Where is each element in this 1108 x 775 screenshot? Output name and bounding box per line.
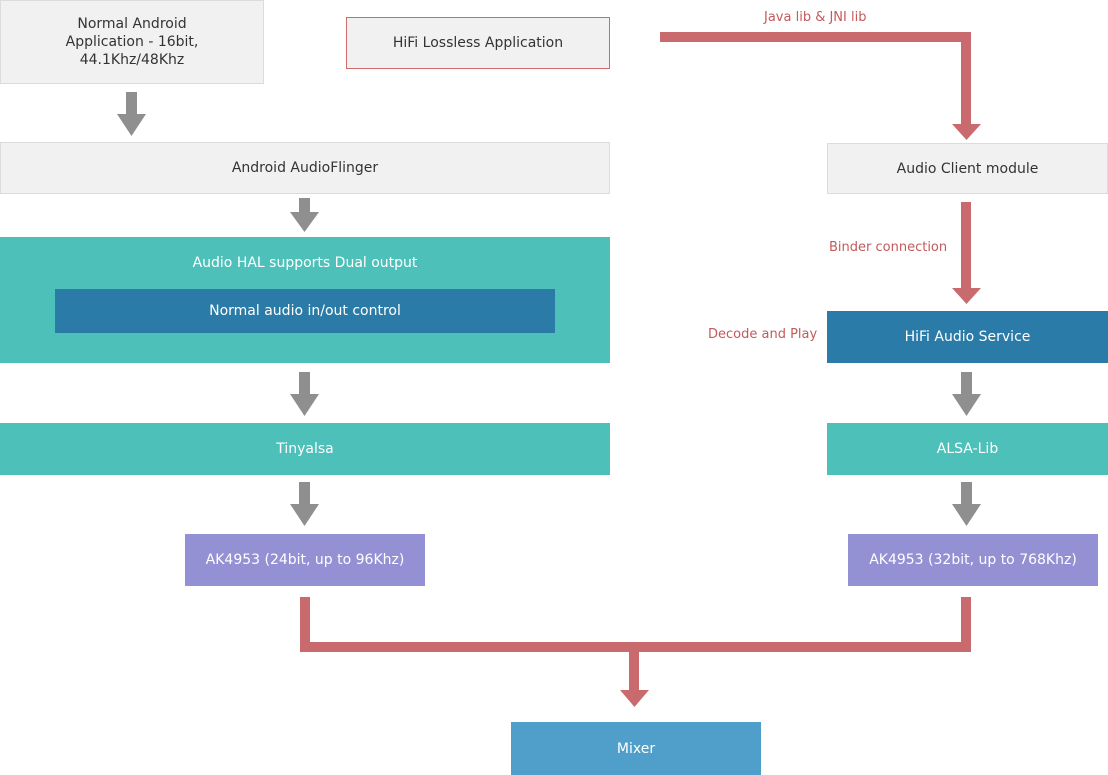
alsa-lib-box: ALSA-Lib	[827, 423, 1108, 475]
hifi-lossless-app-box: HiFi Lossless Application	[346, 17, 610, 69]
hifi-audio-service-box: HiFi Audio Service	[827, 311, 1108, 363]
binder-connection-label: Binder connection	[829, 240, 948, 255]
normal-android-app-box: Normal Android Application - 16bit, 44.1…	[0, 0, 264, 84]
gray-arrow-app-to-flinger	[117, 92, 146, 136]
alsa-lib-label: ALSA-Lib	[936, 441, 999, 457]
gray-arrow-hal-to-tinyalsa	[290, 372, 319, 416]
audio-client-module-box: Audio Client module	[827, 143, 1108, 194]
ak4953-left-box: AK4953 (24bit, up to 96Khz)	[185, 534, 425, 586]
hifi-audio-service-label: HiFi Audio Service	[904, 329, 1031, 345]
tinyalsa-box: Tinyalsa	[0, 423, 610, 475]
red-path-merge-to-mixer	[300, 597, 971, 707]
decode-and-play-label: Decode and Play	[708, 327, 818, 342]
ak4953-left-label: AK4953 (24bit, up to 96Khz)	[205, 552, 405, 568]
audio-client-module-label: Audio Client module	[896, 160, 1039, 177]
hifi-lossless-app-label: HiFi Lossless Application	[392, 35, 564, 51]
gray-arrow-service-to-alsa	[952, 372, 981, 416]
red-path-client-to-service	[952, 202, 981, 304]
mixer-label: Mixer	[616, 740, 656, 757]
gray-arrow-tinyalsa-to-ak	[290, 482, 319, 526]
tinyalsa-label: Tinyalsa	[276, 441, 334, 457]
gray-arrow-flinger-to-hal	[290, 198, 319, 232]
android-audioflinger-label: Android AudioFlinger	[231, 160, 379, 176]
ak4953-right-box: AK4953 (32bit, up to 768Khz)	[848, 534, 1098, 586]
normal-android-app-label: Normal Android Application - 16bit, 44.1…	[65, 16, 199, 68]
java-jni-lib-label: Java lib & JNI lib	[764, 10, 867, 25]
android-audioflinger-box: Android AudioFlinger	[0, 142, 610, 194]
gray-arrow-alsa-to-ak	[952, 482, 981, 526]
ak4953-right-label: AK4953 (32bit, up to 768Khz)	[869, 552, 1077, 568]
mixer-box: Mixer	[511, 722, 761, 775]
normal-audio-io-box: Normal audio in/out control	[55, 289, 555, 333]
red-path-hifi-to-client	[660, 32, 981, 140]
normal-audio-io-label: Normal audio in/out control	[209, 303, 401, 319]
audio-hal-label: Audio HAL supports Dual output	[192, 255, 418, 271]
